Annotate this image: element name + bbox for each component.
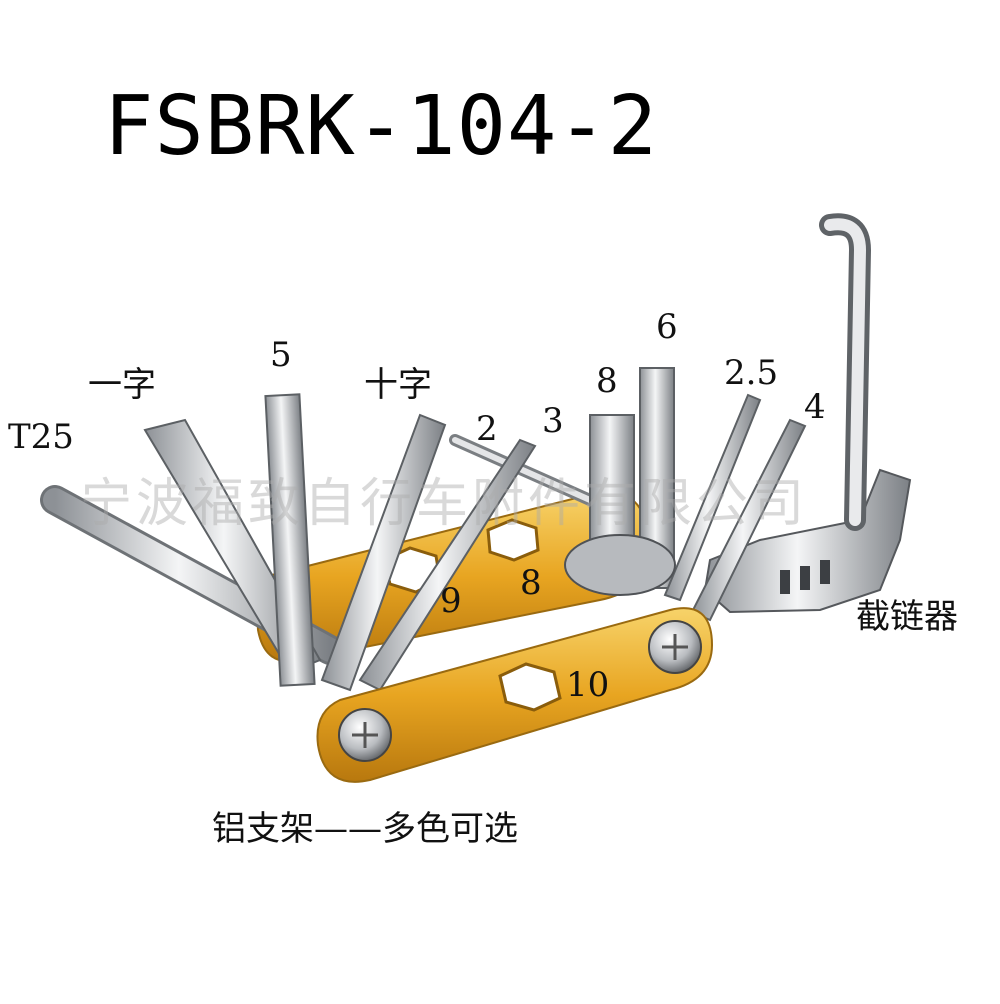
label-bracket-note: 铝支架——多色可选 <box>212 809 518 849</box>
wrench-hole-10 <box>498 662 562 712</box>
label-hex-2: 2 <box>476 409 498 449</box>
company-watermark: 宁波福致自行车附件有限公司 <box>80 474 809 534</box>
label-wrench-10: 10 <box>566 665 610 705</box>
label-hex-6: 6 <box>656 307 678 347</box>
label-hex-8: 8 <box>596 361 618 401</box>
hex-2 <box>449 434 596 506</box>
hex-4 <box>690 418 807 622</box>
label-wrench-8: 8 <box>520 563 542 603</box>
product-title: FSBRK-104-2 <box>104 79 659 174</box>
label-phillips: 十字 <box>364 365 432 405</box>
label-hex-2-5: 2.5 <box>724 353 779 393</box>
chain-breaker <box>703 213 912 614</box>
spring-stack <box>564 534 676 596</box>
label-t25: T25 <box>8 417 74 457</box>
label-wrench-9: 9 <box>440 581 462 621</box>
label-hex-3: 3 <box>542 401 564 441</box>
label-hex-5: 5 <box>270 335 292 375</box>
hex-2-5 <box>663 393 762 602</box>
label-chain-tool: 截链器 <box>856 597 958 637</box>
tool-blades <box>40 367 807 692</box>
label-hex-4: 4 <box>804 387 826 427</box>
wrench-hole-8 <box>486 518 540 562</box>
phillips-screwdriver <box>320 413 447 692</box>
label-flat: 一字 <box>88 365 156 405</box>
front-plate <box>316 607 714 783</box>
hex-5 <box>264 393 316 687</box>
